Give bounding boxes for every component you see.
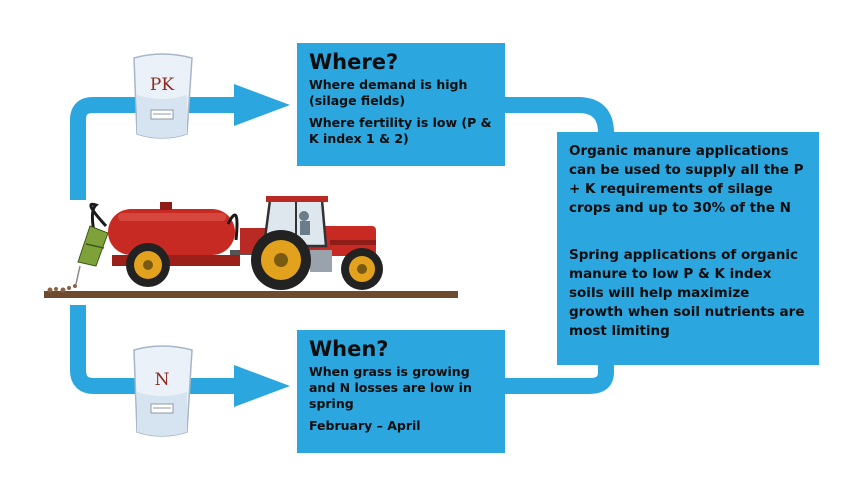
ground-line — [44, 291, 458, 298]
slurry-tanker-icon — [75, 202, 270, 287]
pk-fertilizer-bag-icon: PK — [133, 53, 193, 139]
info-manure-supply-text: Organic manure applications can be used … — [569, 143, 804, 216]
pk-bag-label: PK — [150, 75, 174, 95]
bottom-arrowhead — [234, 365, 290, 407]
n-bag-label: N — [155, 370, 170, 390]
when-months-text: February – April — [309, 418, 421, 433]
tractor-icon — [240, 196, 383, 290]
info-spring-application-text: Spring applications of organic manure to… — [569, 247, 805, 339]
top-arrowhead — [234, 84, 290, 126]
when-title: When? — [309, 337, 389, 361]
bottom-left-connector — [70, 305, 240, 394]
info-box: Organic manure applications can be used … — [557, 132, 819, 365]
n-fertilizer-bag-icon: N — [133, 345, 193, 437]
when-box: When? When grass is growing and N losses… — [297, 330, 505, 453]
top-left-connector — [70, 97, 240, 200]
where-box: Where? Where demand is high (silage fiel… — [297, 43, 505, 166]
where-title: Where? — [309, 50, 399, 74]
where-fertility-text: Where fertility is low (P & K index 1 & … — [309, 115, 492, 146]
when-grass-text: When grass is growing and N losses are l… — [309, 364, 472, 411]
flow-connectors — [70, 97, 614, 394]
soil-clods — [47, 284, 77, 293]
right-bottom-connector — [505, 360, 614, 394]
where-demand-text: Where demand is high (silage fields) — [309, 77, 468, 108]
